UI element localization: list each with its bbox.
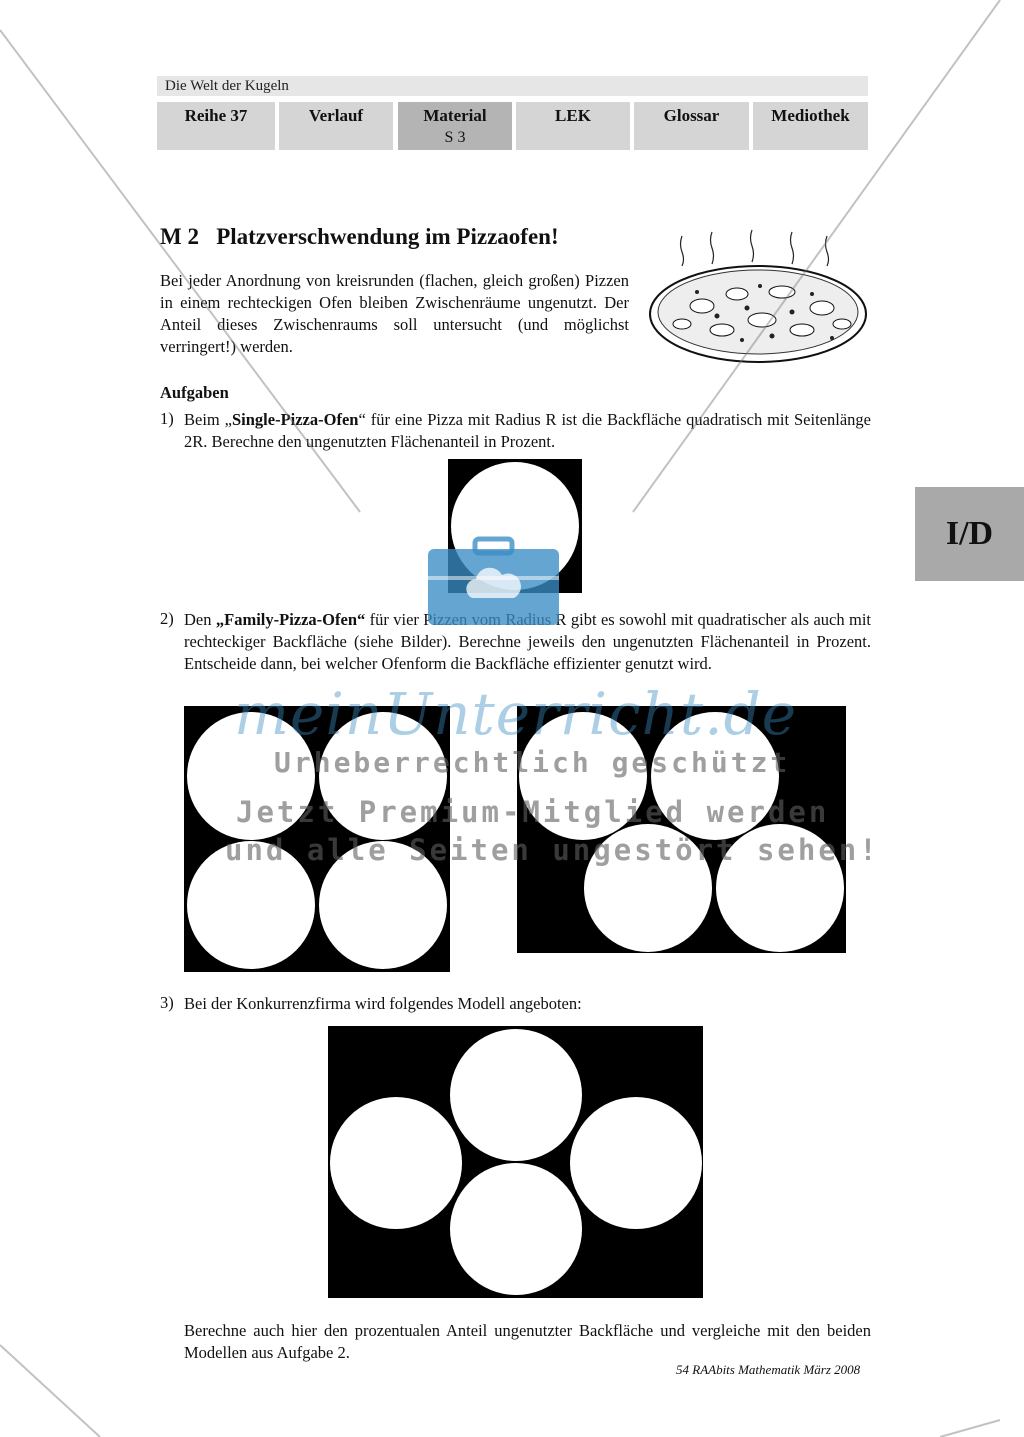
- task-1-text: Beim „Single-Pizza-Ofen“ für eine Pizza …: [184, 409, 871, 453]
- task-number: 2): [160, 609, 174, 628]
- title-number: M 2: [160, 224, 199, 249]
- tab-glossar[interactable]: Glossar: [634, 102, 749, 150]
- tab-verlauf[interactable]: Verlauf: [279, 102, 393, 150]
- tab-material[interactable]: Material S 3: [398, 102, 512, 150]
- tab-label: Reihe 37: [184, 106, 248, 125]
- tab-mediothek[interactable]: Mediothek: [753, 102, 868, 150]
- pizza-illustration: [649, 229, 867, 363]
- figure-family-rect-oven: [517, 706, 846, 953]
- task-text-pre: Den: [184, 610, 216, 629]
- page-title: M 2 Platzverschwendung im Pizzaofen!: [160, 224, 559, 250]
- watermark-brand: meinUnterricht.de: [234, 680, 798, 748]
- tab-label: LEK: [555, 106, 591, 125]
- task-text-pre: Beim „: [184, 410, 232, 429]
- tab-lek[interactable]: LEK: [516, 102, 630, 150]
- closing-paragraph: Berechne auch hier den prozentualen Ante…: [184, 1321, 871, 1362]
- tab-label: Material: [423, 106, 487, 125]
- tab-label: Glossar: [663, 106, 720, 125]
- figure-single-oven: [448, 459, 582, 593]
- tab-sublabel: S 3: [444, 129, 466, 146]
- task-number: 3): [160, 993, 174, 1012]
- watermark-line-3: und alle Seiten ungestört sehen!: [225, 833, 880, 867]
- task-3-text: Bei der Konkurrenzfirma wird folgendes M…: [184, 994, 582, 1013]
- watermark-line-2: Jetzt Premium-Mitglied werden: [236, 795, 830, 829]
- tab-reihe[interactable]: Reihe 37: [157, 102, 275, 150]
- series-title: Die Welt der Kugeln: [157, 76, 868, 96]
- footer-source: 54 RAAbits Mathematik März 2008: [676, 1362, 861, 1377]
- figure-competitor-oven: [328, 1026, 703, 1298]
- task-highlight: Single-Pizza-Ofen: [231, 410, 359, 429]
- tasks-heading: Aufgaben: [160, 383, 229, 402]
- tab-label: Verlauf: [308, 106, 364, 125]
- task-2-text: Den „Family-Pizza-Ofen“ für vier Pizzen …: [184, 609, 871, 675]
- task-highlight: „Family-Pizza-Ofen“: [215, 610, 366, 629]
- side-label: I/D: [915, 487, 1024, 581]
- task-text-post: “ für eine Pizza mit Radius R ist die Ba…: [184, 410, 871, 451]
- watermark-line-1: Urheberrechtlich geschützt: [274, 746, 791, 779]
- task-number: 1): [160, 409, 174, 428]
- tab-label: Mediothek: [771, 106, 850, 125]
- figure-family-square-oven: [184, 706, 450, 972]
- intro-paragraph: Bei jeder Anordnung von kreisrunden (fla…: [160, 271, 629, 356]
- title-text: Platzverschwendung im Pizzaofen!: [216, 224, 559, 249]
